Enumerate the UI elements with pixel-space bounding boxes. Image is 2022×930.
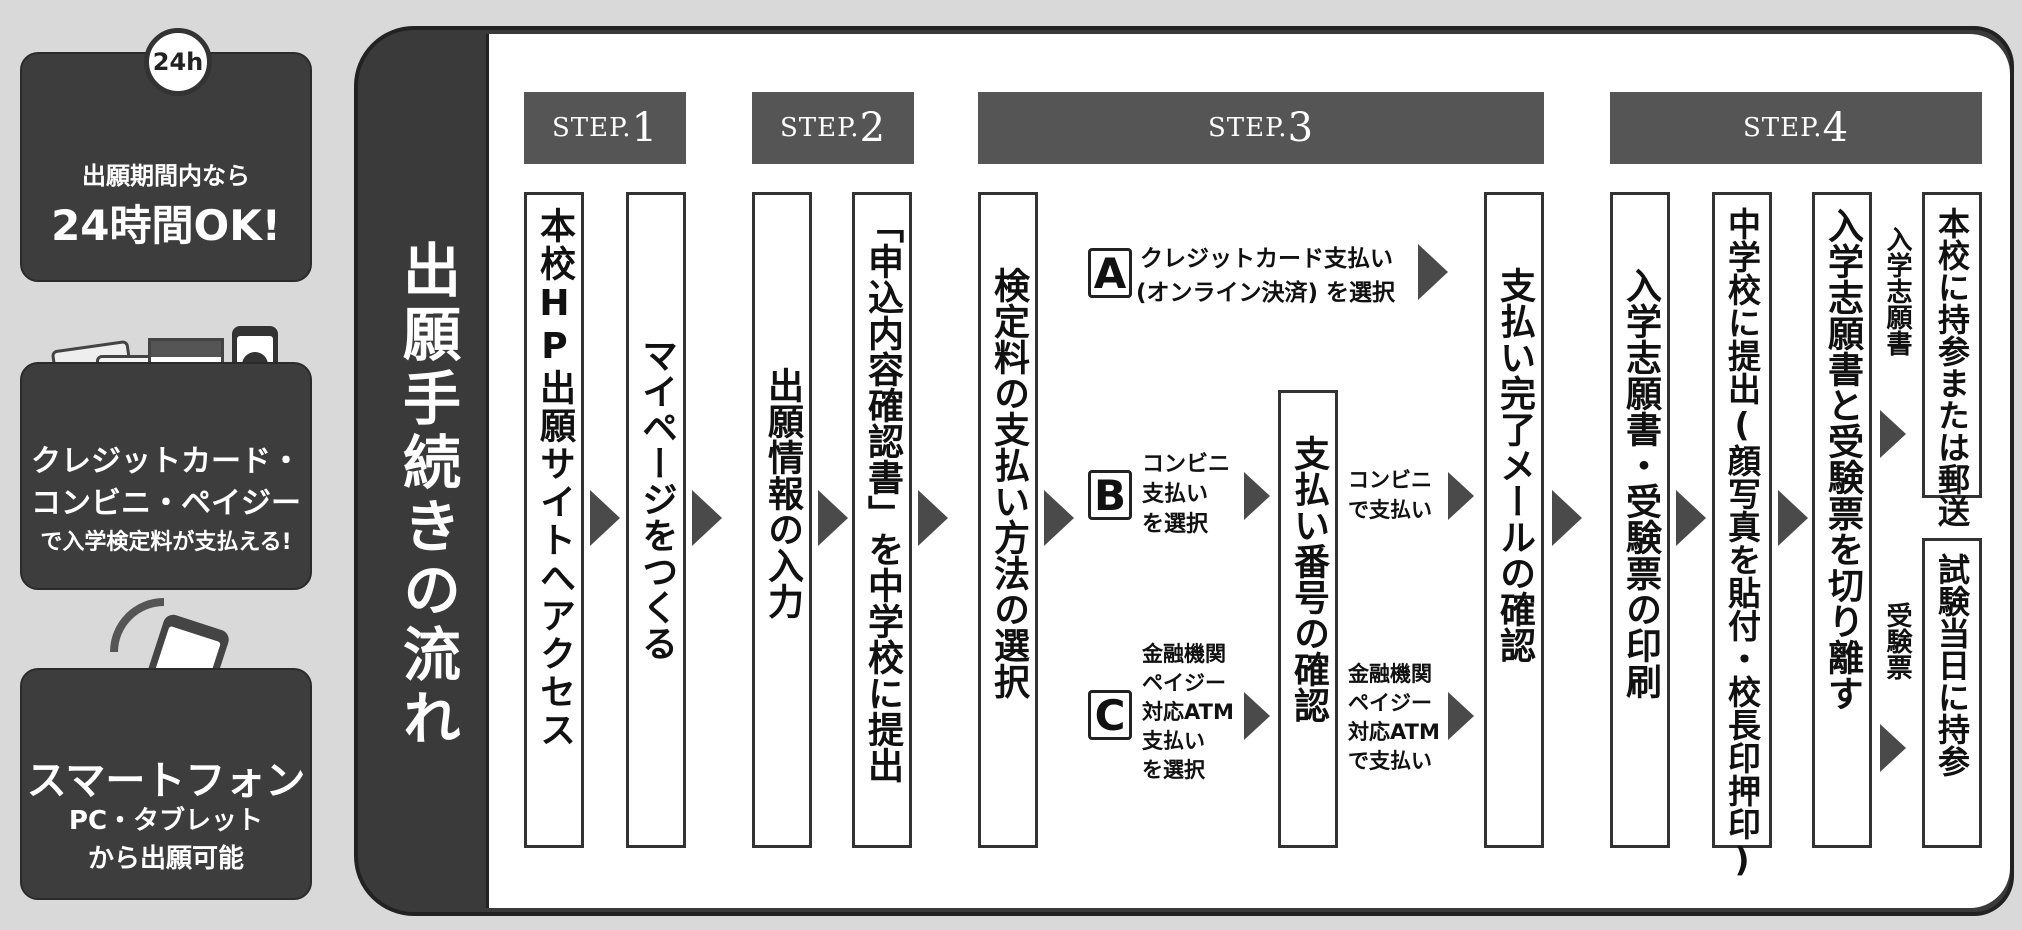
feature-24h-panel: 24h 出願期間内なら 24時間OK! <box>20 28 312 282</box>
option-a-line1: クレジットカード支払い <box>1140 246 1393 272</box>
ticket-label: 受験票 <box>1882 602 1912 680</box>
arrow-right-icon <box>1244 472 1270 520</box>
box-hp-access: 本校HP出願サイトへアクセス <box>524 192 584 848</box>
option-c-line3: 対応ATM <box>1142 700 1234 724</box>
option-b-line1: コンビニ <box>1142 452 1231 477</box>
box-print: 入学志願書・受験票の印刷 <box>1610 192 1670 848</box>
option-c-line5: を選択 <box>1142 758 1205 782</box>
box-info-input: 出願情報の入力 <box>752 192 812 848</box>
box-payment-method: 検定料の支払い方法の選択 <box>978 192 1038 848</box>
option-c-line4: 支払い <box>1142 729 1205 753</box>
step-2-number: 2 <box>859 105 887 151</box>
step-2-header: STEP.2 <box>752 92 914 164</box>
atm-pay-line1: 金融機関 <box>1348 662 1432 686</box>
step-4-number: 4 <box>1822 105 1850 151</box>
box-info-input-text: 出願情報の入力 <box>762 367 803 619</box>
box-mypage-text: マイページをつくる <box>636 337 677 661</box>
arrow-right-icon <box>1676 490 1706 546</box>
box-payment-number: 支払い番号の確認 <box>1278 390 1338 848</box>
option-b-line3: を選択 <box>1142 512 1209 537</box>
box-payment-method-text: 検定料の支払い方法の選択 <box>988 267 1029 699</box>
feature-payment-panel: クレジットカード・ コンビニ・ペイジー で入学検定料が支払える! <box>20 362 312 590</box>
option-b-line2: 支払い <box>1142 482 1209 507</box>
box-exam-day: 試験当日に持参 <box>1922 538 1982 848</box>
panel3-line2: PC・タブレット <box>68 806 264 836</box>
step-1-header: STEP.1 <box>524 92 686 164</box>
option-c-letter: C <box>1088 690 1132 740</box>
box-print-text: 入学志願書・受験票の印刷 <box>1620 267 1661 699</box>
step-2-word: STEP. <box>779 113 860 143</box>
box-cut-apart: 入学志願書と受験票を切り離す <box>1812 192 1872 848</box>
flow-title: 出願手続きの流れ <box>393 240 461 752</box>
option-c-line1: 金融機関 <box>1142 642 1226 666</box>
step-3-header: STEP.3 <box>978 92 1544 164</box>
option-a-letter: A <box>1088 248 1132 298</box>
arrow-right-icon <box>692 490 722 546</box>
conbini-pay-line1: コンビニ <box>1348 468 1432 492</box>
conbini-pay-line2: で支払い <box>1348 498 1432 522</box>
arrow-right-icon <box>1044 490 1074 546</box>
arrow-right-icon <box>1448 472 1474 520</box>
option-b-letter: B <box>1088 470 1132 520</box>
arrow-right-icon <box>1880 410 1906 458</box>
atm-pay-line4: で支払い <box>1348 749 1432 773</box>
step-4-header: STEP.4 <box>1610 92 1982 164</box>
box-school-submit: 中学校に提出(顔写真を貼付・校長印押印) <box>1712 192 1772 879</box>
arrow-right-icon <box>1552 490 1582 546</box>
flow-panel <box>486 34 2010 908</box>
box-exam-day-text: 試験当日に持参 <box>1933 553 1971 777</box>
step-3-word: STEP. <box>1207 113 1288 143</box>
step-4-word: STEP. <box>1742 113 1823 143</box>
option-c-line2: ペイジー <box>1142 671 1226 695</box>
box-payment-done: 支払い完了メールの確認 <box>1484 192 1544 848</box>
panel2-line2: コンビニ・ペイジー <box>31 486 301 521</box>
arrow-right-icon <box>1448 692 1474 740</box>
panel1-line1: 出願期間内なら <box>82 162 250 190</box>
box-hp-access-text: 本校HP出願サイトへアクセス <box>534 207 575 749</box>
box-mypage: マイページをつくる <box>626 192 686 848</box>
step-1-number: 1 <box>631 105 659 151</box>
panel3-line1: スマートフォン <box>26 758 306 804</box>
atm-pay-line2: ペイジー <box>1348 691 1432 715</box>
panel2-line3: で入学検定料が支払える! <box>40 530 292 555</box>
box-bring-mail-text: 本校に持参または郵送 <box>1933 207 1971 527</box>
arrow-right-icon <box>590 490 620 546</box>
option-a-line2: (オンライン決済) を選択 <box>1136 280 1396 306</box>
step-1-word: STEP. <box>551 113 632 143</box>
panel1-line2: 24時間OK! <box>51 201 281 250</box>
box-confirm-doc-text: 「申込内容確認書」を中学校に提出 <box>862 207 903 783</box>
box-bring-mail: 本校に持参または郵送 <box>1922 192 1982 527</box>
box-payment-done-text: 支払い完了メールの確認 <box>1494 267 1535 663</box>
box-confirm-doc: 「申込内容確認書」を中学校に提出 <box>852 192 912 848</box>
clock-badge-label: 24h <box>152 48 204 76</box>
arrow-right-icon <box>1418 244 1448 300</box>
arrow-right-icon <box>818 490 848 546</box>
box-cut-apart-text: 入学志願書と受験票を切り離す <box>1822 207 1863 711</box>
arrow-right-icon <box>918 490 948 546</box>
application-label: 入学志願書 <box>1882 226 1912 356</box>
box-school-submit-text: 中学校に提出(顔写真を貼付・校長印押印) <box>1722 207 1762 879</box>
panel2-line1: クレジットカード・ <box>31 444 301 479</box>
arrow-right-icon <box>1244 692 1270 740</box>
clock-24h-icon: 24h <box>144 28 212 96</box>
arrow-right-icon <box>1778 490 1808 546</box>
atm-pay-line3: 対応ATM <box>1348 720 1440 744</box>
box-payment-number-text: 支払い番号の確認 <box>1288 435 1329 723</box>
feature-device-panel: スマートフォン PC・タブレット から出願可能 <box>20 668 312 900</box>
step-3-number: 3 <box>1287 105 1315 151</box>
panel3-line3: から出願可能 <box>87 844 244 874</box>
arrow-right-icon <box>1880 724 1906 772</box>
